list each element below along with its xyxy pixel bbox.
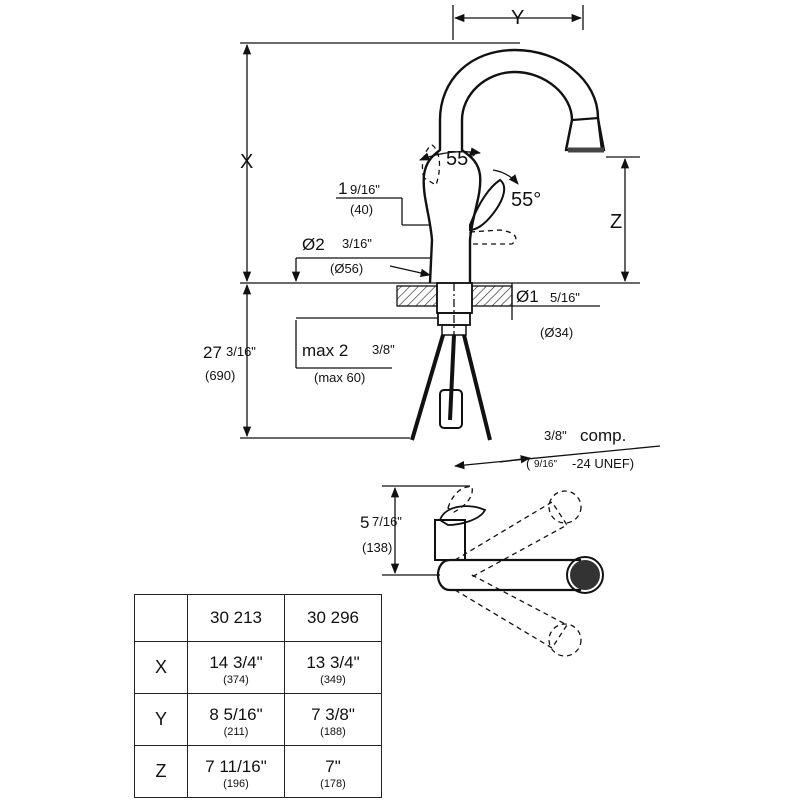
dimensions-table: 30 213 30 296 X 14 3/4" (374) 13 3/4" (3… [134,594,382,798]
hose-center [448,334,456,421]
comp-leader [453,445,661,470]
value-inches: 13 3/4" [306,652,360,672]
dim-y-label: Y [511,7,524,29]
table-value-cell: 7 11/16" (196) [187,745,285,798]
spray-head [564,116,606,152]
plan-base [434,519,466,561]
deck-max-whole: max 2 [302,341,348,360]
lever-dim-frac: 9/16" [350,182,380,197]
thread-label: -24 UNEF) [572,456,634,471]
value-inches: 7 3/8" [311,704,355,724]
table-header-row: 30 213 30 296 [134,594,382,642]
base-dia-frac: 3/16" [342,236,372,251]
value-inches: 7" [325,756,341,776]
plan-spout [436,558,582,592]
angle-arc-side [492,169,519,185]
plan-dim-whole: 5 [360,513,369,532]
plan-spout-head [566,556,604,594]
table-axis-cell: Z [134,745,188,798]
plan-spout-head-fill [570,560,600,590]
table-value-cell: 7 3/8" (188) [284,693,382,746]
comp-frac: 3/8" [544,428,567,443]
lever-dim-mm: (40) [350,202,373,217]
faucet-body [422,48,604,284]
plan-dim-mm: (138) [362,540,392,555]
angle-top-label: 55° [446,148,476,170]
base-dia-whole: Ø2 [302,235,325,254]
value-mm: (188) [320,725,346,738]
value-mm: (349) [320,673,346,686]
hose-weight [439,389,463,429]
countertop-right [471,285,513,307]
table-axis-cell: X [134,641,188,694]
base-dim-leader [389,265,432,278]
under-height-whole: 27 [203,343,222,362]
table-header-cell: 30 213 [187,594,285,642]
hole-dia-frac: 5/16" [550,290,580,305]
table-row: Y 8 5/16" (211) 7 3/8" (188) [134,693,382,746]
table-value-cell: 13 3/4" (349) [284,641,382,694]
hose-left [410,334,445,441]
comp-leader-2 [499,455,532,464]
value-mm: (178) [320,777,346,790]
hole-dia-whole: Ø1 [516,287,539,306]
plan-swivel-head-down [548,623,582,657]
hole-dia-mm: (Ø34) [540,325,573,340]
angle-arc-top [419,147,482,161]
thread-frac: 9/16" [534,459,557,470]
value-mm: (196) [223,777,249,790]
value-mm: (374) [223,673,249,686]
table-value-cell: 8 5/16" (211) [187,693,285,746]
deck-max-frac: 3/8" [372,342,395,357]
angle-side-label: 55° [511,189,541,211]
table-value-cell: 7" (178) [284,745,382,798]
table-value-cell: 14 3/4" (374) [187,641,285,694]
dim-x-label: X [240,151,253,173]
lever-handle-side-ghost [469,229,517,245]
value-inches: 7 11/16" [205,756,267,776]
plan-swivel-ghost-down [454,573,568,649]
table-row: X 14 3/4" (374) 13 3/4" (349) [134,641,382,694]
base-dia-mm: (Ø56) [330,261,363,276]
value-mm: (211) [223,725,249,738]
plan-swivel-head-up [548,490,582,524]
lever-dim-whole: 1 [338,179,347,198]
deck-max-mm: (max 60) [314,370,365,385]
lever-handle [469,178,506,232]
value-inches: 14 3/4" [209,652,263,672]
under-height-frac: 3/16" [226,344,256,359]
plan-lever-ghost [447,486,473,513]
dim-z-label: Z [610,211,622,233]
plan-lever [438,505,487,526]
table-header-cell: 30 296 [284,594,382,642]
under-height-mm: (690) [205,368,235,383]
plan-dim-frac: 7/16" [372,514,402,529]
comp-label: comp. [580,426,626,445]
lever-handle-up-ghost [421,144,441,186]
table-header-cell [134,594,188,642]
countertop-left [396,285,438,307]
table-row: Z 7 11/16" (196) 7" (178) [134,745,382,798]
value-inches: 8 5/16" [209,704,263,724]
faucet-body-inner [460,70,574,283]
plan-swivel-ghost-up [454,501,568,579]
table-axis-cell: Y [134,693,188,746]
hose-right [462,334,492,441]
thread-open-paren: ( [526,456,531,471]
